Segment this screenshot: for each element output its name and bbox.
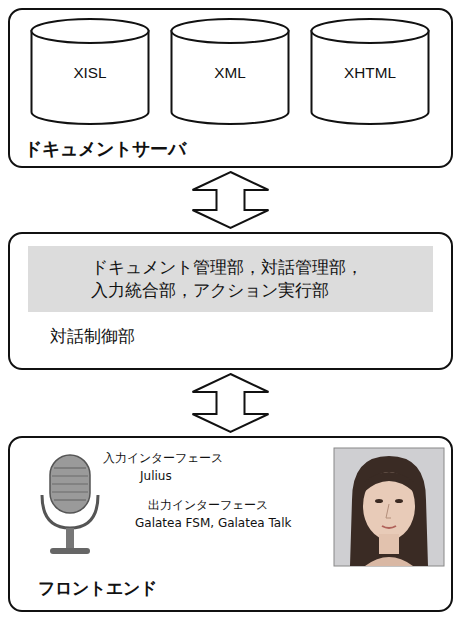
cylinder-top (312, 19, 429, 43)
database-cylinder: XISL (30, 18, 150, 124)
photo-frame (334, 448, 444, 566)
module-list: ドキュメント管理部，対話管理部， 入力統合部，アクション実行部 (91, 256, 371, 302)
box-title: フロントエンド (38, 578, 157, 598)
hair (350, 456, 428, 566)
fringe (364, 472, 414, 492)
mic-head (50, 455, 90, 513)
cylinder-top (172, 19, 289, 43)
face-photo (334, 448, 444, 566)
mic-grille (52, 483, 88, 484)
eye (395, 499, 403, 503)
microphone-icon (42, 455, 98, 554)
mic-grille (54, 499, 86, 500)
shoulders (365, 557, 413, 566)
nose (386, 504, 391, 518)
mic-grille (52, 491, 88, 492)
mic-grille (54, 467, 86, 468)
box-title: ドキュメントサーバ (24, 138, 186, 160)
cylinder-top (32, 19, 149, 43)
mic-base (50, 548, 90, 554)
interface-label: Julius (140, 469, 172, 483)
neck (379, 534, 399, 554)
face (363, 472, 415, 540)
block-arrow (193, 374, 269, 432)
database-cylinder: XML (170, 18, 290, 124)
interface-label: Galatea FSM, Galatea Talk (135, 516, 291, 530)
interface-label: 入力インターフェース (103, 451, 223, 465)
cylinder-label: XHTML (310, 64, 430, 82)
lips (382, 526, 396, 528)
server-box: ドキュメントサーバ XISL XML XHTML (8, 8, 453, 168)
controller-box: 対話制御部 ドキュメント管理部，対話管理部， 入力統合部，アクション実行部 (8, 232, 453, 370)
database-cylinder: XHTML (310, 18, 430, 124)
block-arrow (193, 172, 269, 228)
box-title: 対話制御部 (50, 326, 135, 346)
module-band: ドキュメント管理部，対話管理部， 入力統合部，アクション実行部 (28, 246, 433, 312)
cylinder-label: XML (170, 64, 290, 82)
cylinder-label: XISL (30, 64, 150, 82)
eye (375, 499, 383, 503)
mic-grille (52, 475, 88, 476)
interface-label: 出力インターフェース (148, 498, 268, 512)
mic-stem (66, 528, 74, 548)
mic-holder (42, 495, 98, 528)
